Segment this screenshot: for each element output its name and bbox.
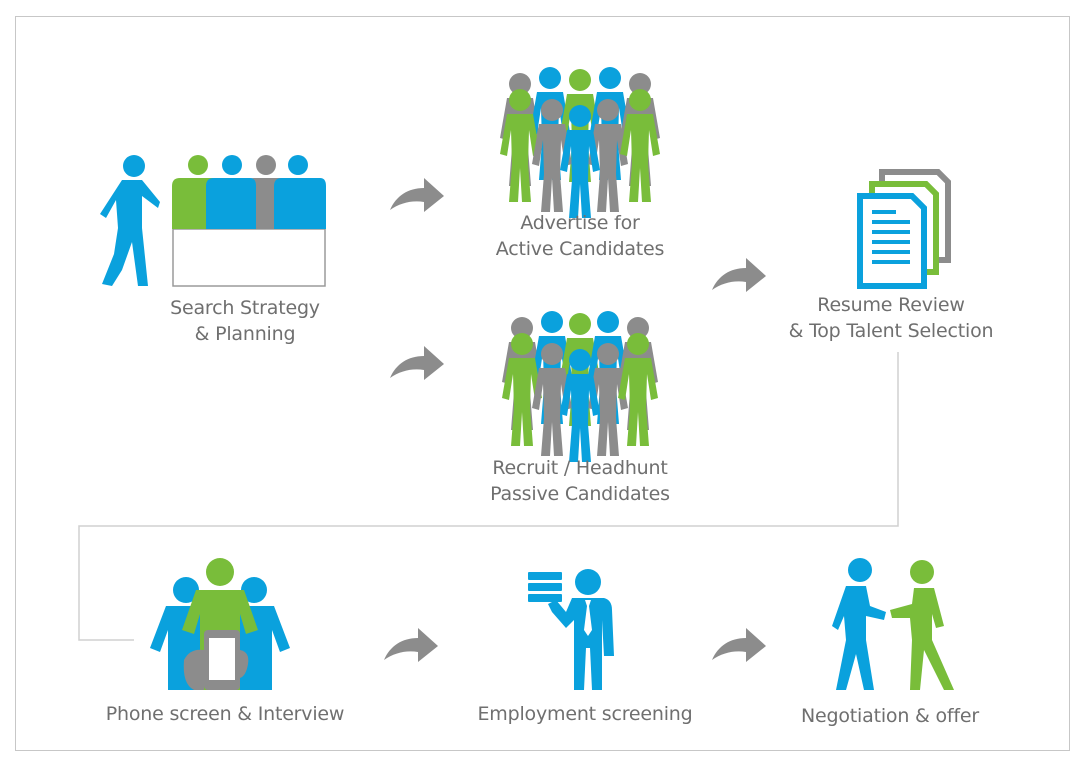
- step-label-line: & Top Talent Selection: [788, 320, 994, 342]
- step-label-line: Phone screen & Interview: [105, 703, 345, 725]
- step-label-advertise: Advertise for Active Candidates: [480, 210, 680, 262]
- arrow-icon: [384, 628, 438, 662]
- crowd-icon: [500, 67, 660, 218]
- step-label-line: Passive Candidates: [490, 483, 670, 505]
- arrow-icon: [390, 178, 444, 212]
- step-label-line: Employment screening: [477, 703, 693, 725]
- step-label-line: Search Strategy: [170, 297, 320, 319]
- planning-team-icon: [100, 155, 326, 287]
- handshake-icon: [832, 558, 954, 690]
- step-label-line: Active Candidates: [495, 238, 665, 260]
- step-label-resume: Resume Review & Top Talent Selection: [780, 292, 1002, 344]
- businessman-icon: [528, 569, 614, 690]
- step-label-negotiation: Negotiation & offer: [790, 703, 990, 729]
- step-label-line: Advertise for: [520, 212, 640, 234]
- step-label-line: Recruit / Headhunt: [492, 457, 668, 479]
- step-label-recruit: Recruit / Headhunt Passive Candidates: [470, 455, 690, 507]
- arrow-icon: [390, 346, 444, 380]
- step-label-search: Search Strategy & Planning: [150, 295, 340, 347]
- step-label-phone: Phone screen & Interview: [100, 701, 350, 727]
- phone-interview-icon: [150, 558, 290, 690]
- step-label-line: Negotiation & offer: [801, 705, 979, 727]
- step-label-line: Resume Review: [817, 294, 965, 316]
- arrow-icon: [712, 628, 766, 662]
- crowd-icon: [502, 311, 658, 462]
- documents-icon: [857, 169, 951, 289]
- diagram-frame: [15, 16, 1070, 751]
- process-connector: [78, 352, 899, 641]
- arrow-icon: [712, 258, 766, 292]
- step-label-screening: Employment screening: [470, 701, 700, 727]
- step-label-line: & Planning: [194, 323, 296, 345]
